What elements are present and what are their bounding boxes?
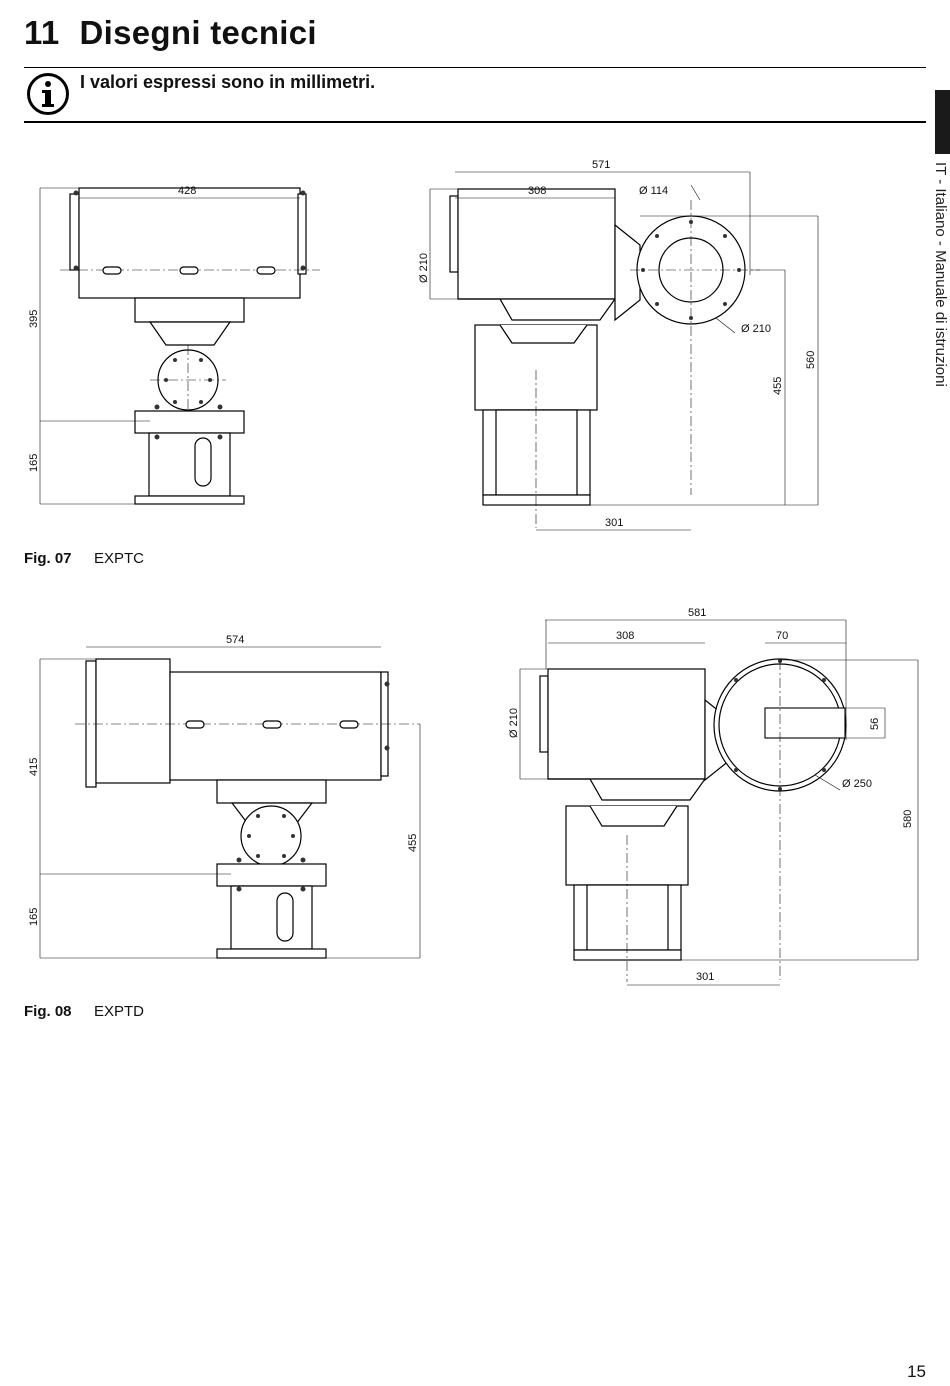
fig08-dim-width-front: 574 [226,634,244,646]
fig08-dim-body-side: 308 [616,630,634,642]
fig07-caption-text: EXPTC [94,550,145,567]
fig08-caption: Fig. 08 EXPTD [24,1003,144,1020]
fig07-dim-width-front: 428 [178,185,196,197]
fig08-dim-offset-70: 70 [776,630,788,642]
fig08-dim-height-top: 415 [28,758,40,776]
units-notice: I valori espressi sono in millimetri. [80,72,376,92]
language-tab [935,90,950,154]
fig08-dim-overall-height: 580 [902,810,914,828]
fig08-dim-overall-side: 581 [688,607,706,619]
heading-rule [24,67,926,68]
section-number: 11 [24,14,60,51]
notice-rule [24,121,926,123]
page-heading: 11 Disegni tecnici [24,14,317,52]
fig08-dim-body-dia: Ø 210 [508,708,520,738]
section-title: Disegni tecnici [79,14,317,51]
fig07-dim-overall-height: 560 [805,351,817,369]
fig07-dim-window-dia: Ø 114 [639,185,668,197]
fig08-dim-flange-dia: Ø 250 [842,778,872,790]
fig07-dim-height-bottom: 165 [28,454,40,472]
fig08-dim-offset-base: 301 [696,971,714,983]
language-tab-label: IT - Italiano - Manuale di istruzioni [932,162,949,387]
fig07-dim-offset-base: 301 [605,517,623,529]
page-number: 15 [907,1362,926,1381]
fig07-front-view [39,187,320,505]
fig07-caption: Fig. 07 EXPTC [24,550,144,567]
fig07-dim-body-dia: Ø 210 [418,253,430,283]
fig07-dim-axis-height: 455 [772,377,784,395]
fig07-dim-body-side: 308 [528,185,546,197]
fig08-caption-text: EXPTD [94,1003,145,1020]
fig07-dim-flange-dia: Ø 210 [741,323,771,335]
fig08-caption-label: Fig. 08 [24,1003,72,1020]
fig08-dim-offset-56: 56 [869,718,881,730]
fig07-dim-overall-side: 571 [592,159,610,171]
fig07-dim-height-top: 395 [28,310,40,328]
fig07-side-view [429,171,819,531]
fig08-dim-axis-height: 455 [407,834,419,852]
info-icon [27,73,69,115]
fig08-front-view [39,646,421,959]
fig08-dim-height-bottom: 165 [28,908,40,926]
fig08-side-view [519,619,919,986]
fig07-caption-label: Fig. 07 [24,550,72,567]
